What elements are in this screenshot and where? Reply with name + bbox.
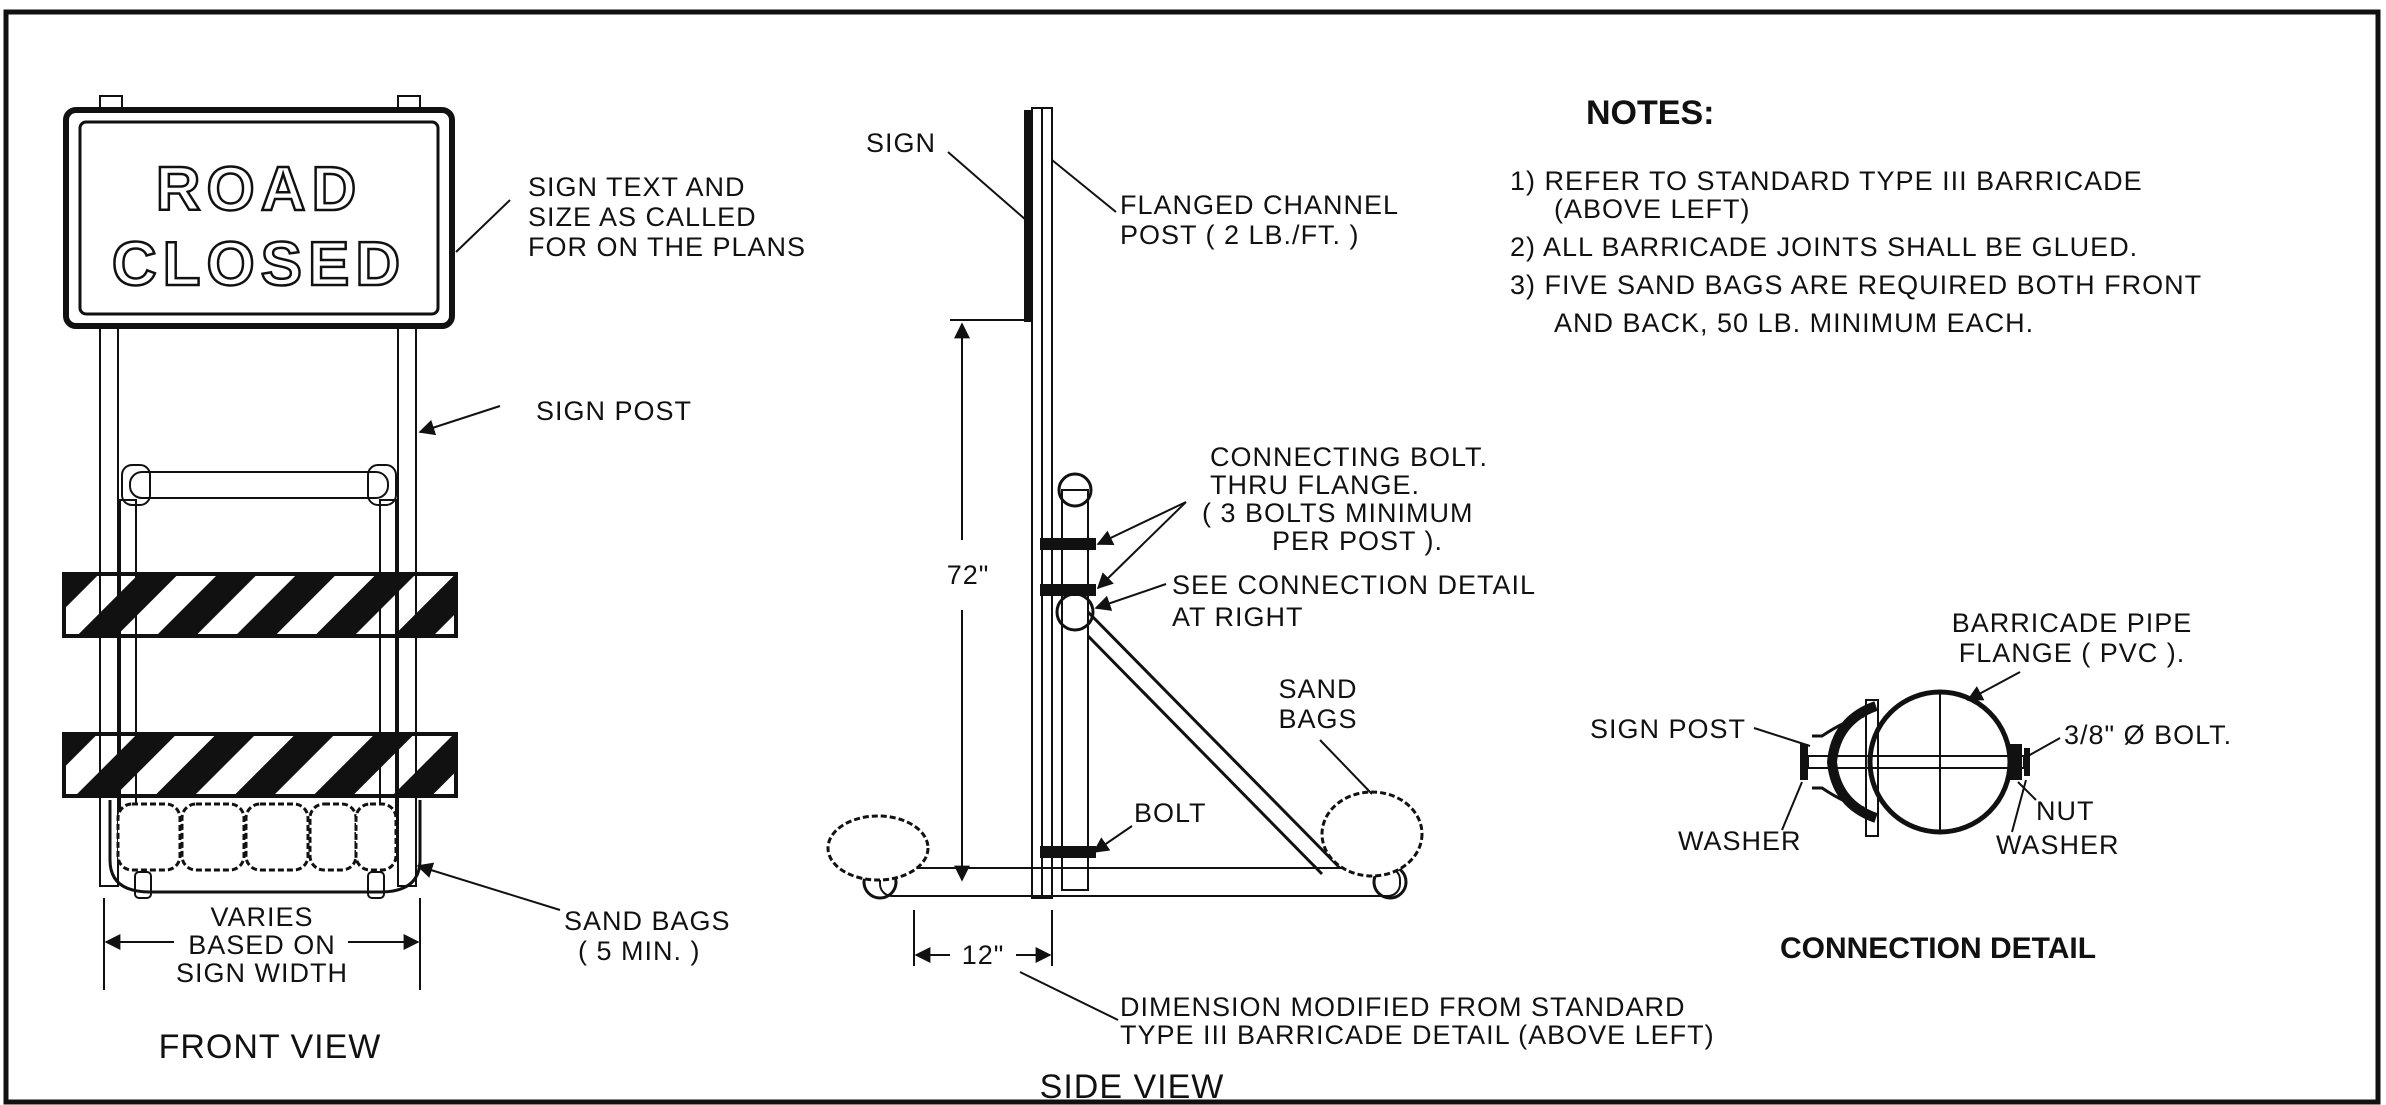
detail-washer-left	[1800, 744, 1808, 780]
detail-pipe-leader	[1966, 671, 2021, 701]
side-sand-bags-leader	[1319, 739, 1373, 795]
sand-bag	[116, 802, 182, 872]
side-pipe-upright	[1061, 489, 1089, 891]
upper-pipe-fitting	[367, 464, 397, 506]
side-brace-upper	[1086, 610, 1342, 870]
sand-bags-front	[116, 802, 398, 872]
dimension-note-line2: TYPE III BARRICADE DETAIL (ABOVE LEFT)	[1120, 1020, 1715, 1050]
side-sand-bags-label-line1: SAND	[1278, 674, 1357, 704]
connecting-bolt-label-line4: PER POST ).	[1272, 526, 1443, 556]
detail-sign-post	[1812, 786, 1865, 810]
note-line: AND BACK, 50 LB. MINIMUM EACH.	[1554, 308, 2034, 338]
detail-bolt-shaft	[1807, 755, 2025, 769]
side-sign-edge	[1024, 110, 1032, 322]
sand-bag	[354, 802, 398, 872]
note-line: 2) ALL BARRICADE JOINTS SHALL BE GLUED.	[1510, 232, 2138, 262]
side-sign-label: SIGN	[866, 128, 936, 158]
height-dim-label: 72"	[947, 560, 990, 590]
detail-washer-right-label: WASHER	[1996, 830, 2120, 860]
detail-nut-label: NUT	[2036, 796, 2095, 826]
detail-sign-post-label: SIGN POST	[1590, 714, 1746, 744]
sand-bags-label-line2: ( 5 MIN. )	[578, 936, 701, 966]
dimension-note-line1: DIMENSION MODIFIED FROM STANDARD	[1120, 992, 1686, 1022]
sign-post-leader	[418, 405, 501, 436]
side-sand-bag-right	[1320, 790, 1424, 878]
base-pipe-foot	[134, 871, 152, 899]
side-view: 72" 12" SIGN FLANGED CHANNEL POST ( 2 LB…	[826, 107, 1715, 1105]
detail-pipe-label-line2: FLANGE ( PVC ).	[1959, 638, 2186, 668]
sand-bag	[180, 802, 246, 872]
detail-washer-right	[2024, 748, 2030, 776]
sign-callout-leader	[455, 199, 511, 253]
sand-bags-leader	[416, 862, 561, 911]
detail-nut	[2010, 744, 2022, 780]
sign-text-closed: CLOSED	[112, 230, 406, 299]
note-line: (ABOVE LEFT)	[1554, 194, 1751, 224]
see-detail-label-line2: AT RIGHT	[1172, 602, 1304, 632]
front-view: ROAD CLOSED VARIES BAS	[62, 95, 806, 1066]
flanged-post-leader	[1051, 159, 1117, 213]
detail-bolt-label: 3/8" Ø BOLT.	[2064, 720, 2232, 750]
detail-pipe-label-line1: BARRICADE PIPE	[1952, 608, 2193, 638]
flanged-post-label-line2: POST ( 2 LB./FT. )	[1120, 220, 1360, 250]
detail-sign-post	[1812, 714, 1865, 738]
see-detail-label-line1: SEE CONNECTION DETAIL	[1172, 570, 1536, 600]
detail-bolt-leader	[2027, 737, 2061, 757]
front-view-title: FRONT VIEW	[159, 1028, 382, 1066]
base-dim-label: 12"	[962, 940, 1005, 970]
sign-callout-line3: FOR ON THE PLANS	[528, 232, 806, 262]
sign-callout-line1: SIGN TEXT AND	[528, 172, 746, 202]
road-closed-sign-inner-border	[78, 120, 440, 316]
detail-nut-leader	[2017, 781, 2037, 801]
side-sand-bags-label-line2: BAGS	[1278, 704, 1357, 734]
sand-bags-label-line1: SAND BAGS	[564, 906, 731, 936]
upper-pipe-rail	[129, 471, 389, 499]
sign-post-label: SIGN POST	[536, 396, 692, 426]
sign-text-road: ROAD	[156, 155, 363, 224]
barricade-board-upper	[62, 572, 458, 638]
side-pipe-connection-fitting	[1055, 592, 1095, 632]
see-detail-leader	[1094, 583, 1167, 611]
connecting-bolt-label-line3: ( 3 BOLTS MINIMUM	[1202, 498, 1474, 528]
sand-bag	[244, 802, 310, 872]
side-brace-lower	[1086, 634, 1324, 876]
pvc-flange	[1826, 701, 1878, 823]
connecting-bolt	[1040, 846, 1096, 858]
detail-washer-left-label: WASHER	[1678, 826, 1802, 856]
road-closed-sign	[63, 107, 455, 329]
bolt-leader	[1092, 825, 1133, 853]
flanged-post-label-line1: FLANGED CHANNEL	[1120, 190, 1399, 220]
sign-callout-line2: SIZE AS CALLED	[528, 202, 757, 232]
note-line: 3) FIVE SAND BAGS ARE REQUIRED BOTH FRON…	[1510, 270, 2202, 300]
side-view-title: SIDE VIEW	[1040, 1068, 1225, 1105]
barricade-board-lower	[62, 732, 458, 798]
connecting-bolt	[1040, 584, 1096, 596]
detail-washer-left-leader	[1781, 781, 1803, 831]
side-base-pipe	[879, 867, 1401, 897]
connecting-bolt-label-line1: CONNECTING BOLT.	[1210, 442, 1488, 472]
detail-washer-right-leader	[2011, 779, 2027, 833]
connecting-bolt-label-line2: THRU FLANGE.	[1210, 470, 1420, 500]
dimension-note-leader	[1019, 971, 1119, 1021]
notes-heading: NOTES:	[1586, 94, 1714, 132]
connection-detail-title: CONNECTION DETAIL	[1780, 932, 2096, 965]
base-pipe-foot	[367, 871, 385, 899]
width-note-line3: SIGN WIDTH	[176, 958, 348, 988]
note-line: 1) REFER TO STANDARD TYPE III BARRICADE	[1510, 166, 2143, 196]
width-note-line1: VARIES	[210, 902, 313, 932]
connecting-bolt-leader	[1096, 501, 1187, 546]
connecting-bolt	[1040, 538, 1096, 550]
side-pipe-top-cap	[1057, 472, 1093, 508]
side-sign-leader	[947, 151, 1027, 221]
drawing-border	[3, 9, 2381, 1105]
bolt-label: BOLT	[1134, 798, 1207, 828]
connecting-bolt-leader	[1096, 501, 1187, 590]
side-sand-bag-left	[826, 814, 930, 882]
notes-block: NOTES: 1) REFER TO STANDARD TYPE III BAR…	[1510, 94, 2202, 338]
width-note-line2: BASED ON	[188, 930, 336, 960]
detail-sign-post-leader	[1753, 727, 1811, 747]
connection-detail: BARRICADE PIPE FLANGE ( PVC ). SIGN POST…	[1590, 608, 2232, 965]
sand-bag	[308, 802, 358, 872]
